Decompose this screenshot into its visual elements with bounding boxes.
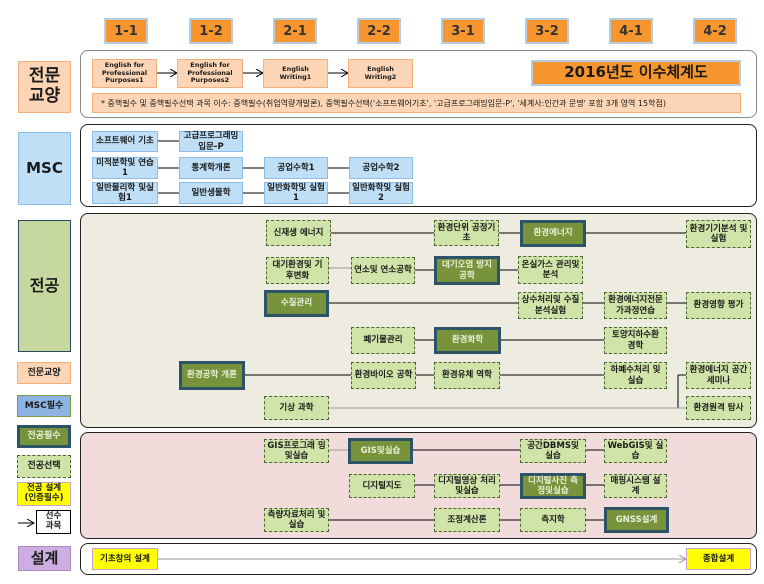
semester-4-1: 4-1: [609, 18, 653, 44]
course-env-unit-process[interactable]: 환경단위 공정기초: [434, 220, 499, 246]
course-env-energy-seminar[interactable]: 환경에너지 공간세미나: [686, 362, 751, 389]
legend-prerequisite: 선수 과목: [36, 510, 71, 534]
course-capstone-design[interactable]: 종합설계: [686, 548, 751, 570]
semester-3-2: 3-2: [525, 18, 569, 44]
course-env-eng-intro[interactable]: 환경공학 개론: [179, 361, 245, 390]
course-calculus1[interactable]: 미적분학및 연습1: [92, 157, 158, 179]
course-chemistry1[interactable]: 일반화학및 실험1: [264, 182, 328, 204]
course-wastewater[interactable]: 하폐수처리 및실습: [604, 362, 667, 389]
course-env-chemistry[interactable]: 환경화학: [434, 327, 501, 354]
course-webgis[interactable]: WebGIS및 실습: [604, 439, 667, 463]
course-eng-math2[interactable]: 공업수학2: [349, 157, 413, 179]
course-env-energy[interactable]: 환경에너지: [520, 220, 586, 247]
major-env-panel: [80, 213, 757, 428]
category-major: 전공: [18, 220, 71, 352]
course-env-fluid[interactable]: 환경유체 역학: [434, 362, 500, 389]
legend-major-required: 전공필수: [17, 425, 71, 448]
course-digital-photogrammetry[interactable]: 디지털사진 측정및실습: [520, 473, 586, 499]
category-design: 설계: [18, 546, 71, 571]
course-env-bio[interactable]: 환경바이오 공학: [351, 362, 416, 389]
course-soil-groundwater[interactable]: 토양지하수환 경학: [604, 327, 667, 354]
legend-major-elective: 전공선택: [17, 455, 71, 478]
course-survey-data[interactable]: 측량자료처리 및실습: [264, 508, 329, 532]
legend-msc: MSC필수: [17, 395, 71, 417]
course-remote-sensing[interactable]: 환경원격 탐사: [686, 396, 751, 420]
course-water-quality[interactable]: 수질관리: [264, 290, 329, 317]
design-panel: [80, 543, 757, 575]
course-renewable-energy[interactable]: 신재생 에너지: [266, 220, 331, 246]
course-gnss-design[interactable]: GNSS설계: [604, 507, 669, 533]
course-chemistry2[interactable]: 일반화학및 실험2: [349, 182, 413, 204]
semester-1-1: 1-1: [104, 18, 148, 44]
course-combustion[interactable]: 연소및 연소공학: [351, 257, 415, 284]
semester-2-1: 2-1: [273, 18, 317, 44]
semester-4-2: 4-2: [693, 18, 737, 44]
course-eng-writing1[interactable]: English Writing1: [263, 59, 328, 88]
course-gis-lab[interactable]: GIS및실습: [348, 438, 413, 464]
semester-1-2: 1-2: [189, 18, 233, 44]
course-atmosphere-climate[interactable]: 대기환경및 기후변화: [266, 257, 329, 284]
semester-2-2: 2-2: [357, 18, 401, 44]
legend-design: 전공 설계 (인증필수): [17, 482, 71, 506]
course-meteorology[interactable]: 기상 과학: [264, 396, 329, 420]
legend-liberal: 전문교양: [17, 362, 71, 384]
course-statistics[interactable]: 통계학개론: [179, 157, 243, 179]
course-eng-pp1[interactable]: English for Professional Purposes1: [92, 59, 157, 88]
liberal-panel: [80, 50, 757, 118]
course-digital-map[interactable]: 디지털지도: [349, 474, 415, 498]
course-waste-management[interactable]: 폐기물관리: [351, 327, 415, 354]
semester-3-1: 3-1: [441, 18, 485, 44]
course-env-energy-expert[interactable]: 환경에너지전문 가과정연습: [604, 292, 667, 319]
course-eng-math1[interactable]: 공업수학1: [264, 157, 328, 179]
course-adjustment[interactable]: 조정계산론: [434, 508, 500, 532]
course-geodesy[interactable]: 측지학: [520, 508, 586, 532]
course-eng-pp2[interactable]: English for Professional Purposes2: [177, 59, 243, 88]
course-air-pollution[interactable]: 대기오염 방지공학: [434, 256, 500, 285]
course-water-treatment-lab[interactable]: 상수처리및 수질분석실험: [518, 292, 583, 319]
course-eia[interactable]: 환경영향 평가: [686, 292, 751, 319]
liberal-note: * 중핵필수 및 중핵필수선택 과목 이수: 중핵필수(취업역량개발론), 중핵…: [92, 93, 741, 113]
course-physics1[interactable]: 일반물리학 및실험1: [92, 182, 158, 204]
course-ghg-management[interactable]: 온실가스 관리및분석: [518, 256, 583, 284]
course-gis-programming[interactable]: GIS프로그래 밍및실습: [264, 439, 329, 463]
msc-panel: [80, 124, 757, 207]
course-software-basics[interactable]: 소프트웨어 기초: [92, 131, 158, 152]
course-biology[interactable]: 일반생물학: [179, 182, 243, 204]
course-eng-writing2[interactable]: English Writing2: [348, 59, 413, 88]
chart-title: 2016년도 이수체계도: [531, 60, 741, 86]
course-mapping-system[interactable]: 매핑시스템 설계: [604, 474, 667, 498]
course-spatial-dbms[interactable]: 공간DBMS및 실습: [520, 439, 586, 463]
course-digital-image[interactable]: 디지털영상 처리및실습: [434, 474, 500, 498]
category-liberal: 전문 교양: [18, 61, 71, 113]
course-env-instrument-analysis[interactable]: 환경기기분석 및실험: [686, 220, 751, 248]
course-creative-design[interactable]: 기초창의 설계: [92, 548, 158, 570]
category-msc: MSC: [18, 132, 71, 205]
course-advanced-programming[interactable]: 고급프로그래밍 입문-P: [179, 131, 243, 152]
